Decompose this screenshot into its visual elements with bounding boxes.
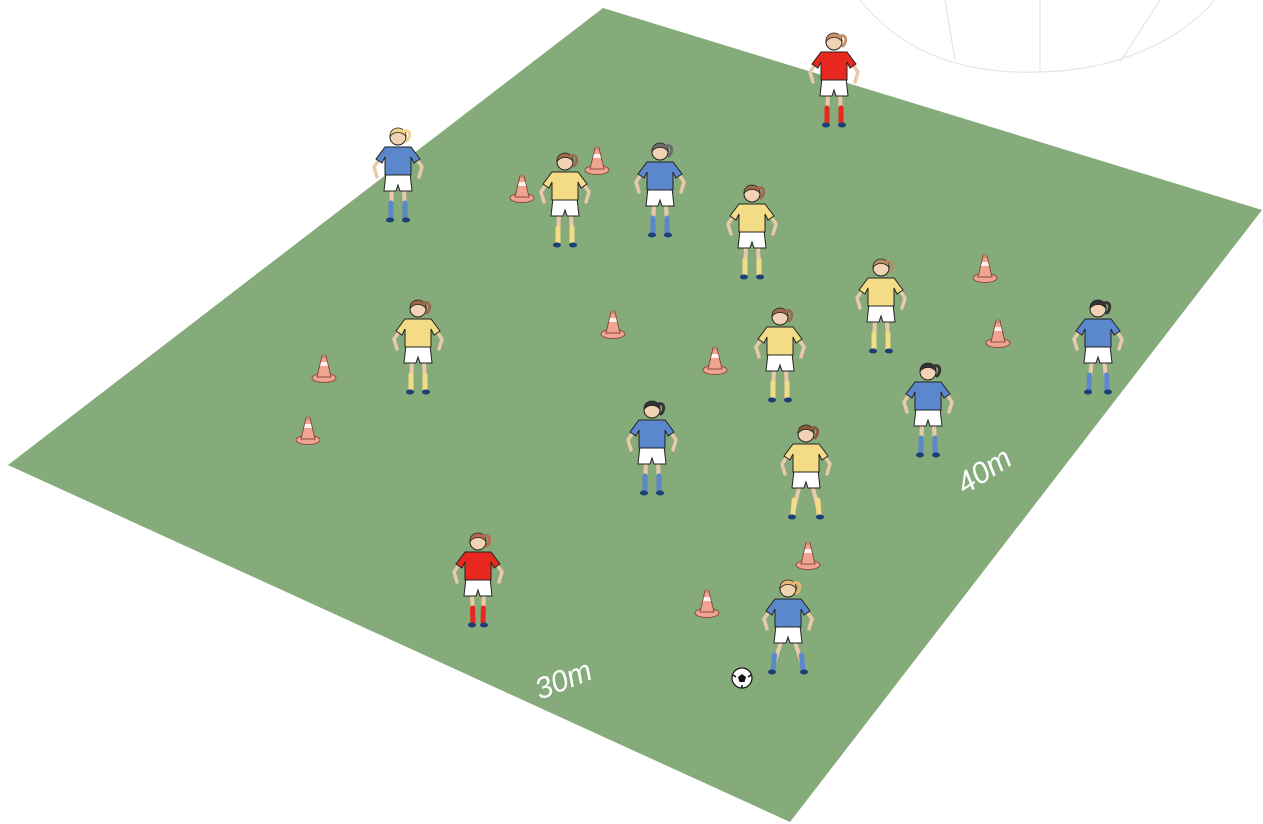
soccer-ball: [732, 668, 752, 688]
training-pitch: [8, 8, 1262, 822]
background-ball-watermark: [860, 0, 1215, 72]
